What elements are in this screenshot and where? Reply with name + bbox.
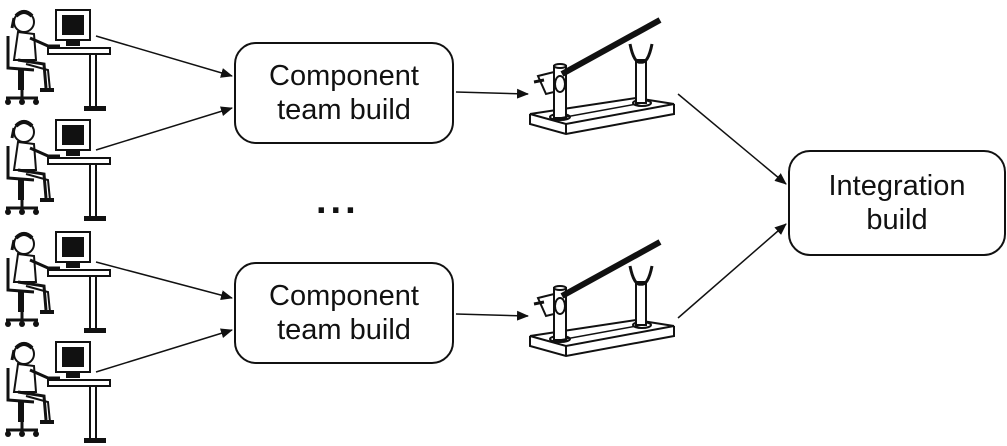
node-label-line2: team build [277, 94, 411, 126]
developer-icon [3, 118, 112, 223]
node-label-line1: Component [269, 280, 419, 312]
arrow-component-top-to-gate [455, 88, 529, 99]
arrow-component-bottom-to-gate [455, 310, 529, 321]
arrow-dev1-to-component-top [95, 35, 233, 78]
node-label-line2: build [866, 204, 928, 236]
component-team-build-top: Component team build [234, 42, 454, 144]
node-label-line1: Integration [828, 170, 966, 202]
build-gate-icon [530, 20, 674, 134]
build-gate-icon [530, 242, 674, 356]
ellipsis: ... [316, 180, 360, 222]
arrow-dev2-to-component-top [95, 106, 233, 151]
arrow-dev3-to-component-bottom [95, 261, 233, 301]
arrow-dev4-to-component-bottom [95, 328, 233, 373]
developer-icon [3, 8, 112, 113]
component-team-build-bottom: Component team build [234, 262, 454, 364]
node-label-line2: team build [277, 314, 411, 346]
developer-icon [3, 340, 112, 445]
integration-build: Integration build [788, 150, 1006, 256]
node-label-line1: Component [269, 60, 419, 92]
arrow-gate-bottom-to-integration [677, 223, 787, 319]
arrow-gate-top-to-integration [677, 93, 787, 185]
developer-icon [3, 230, 112, 335]
